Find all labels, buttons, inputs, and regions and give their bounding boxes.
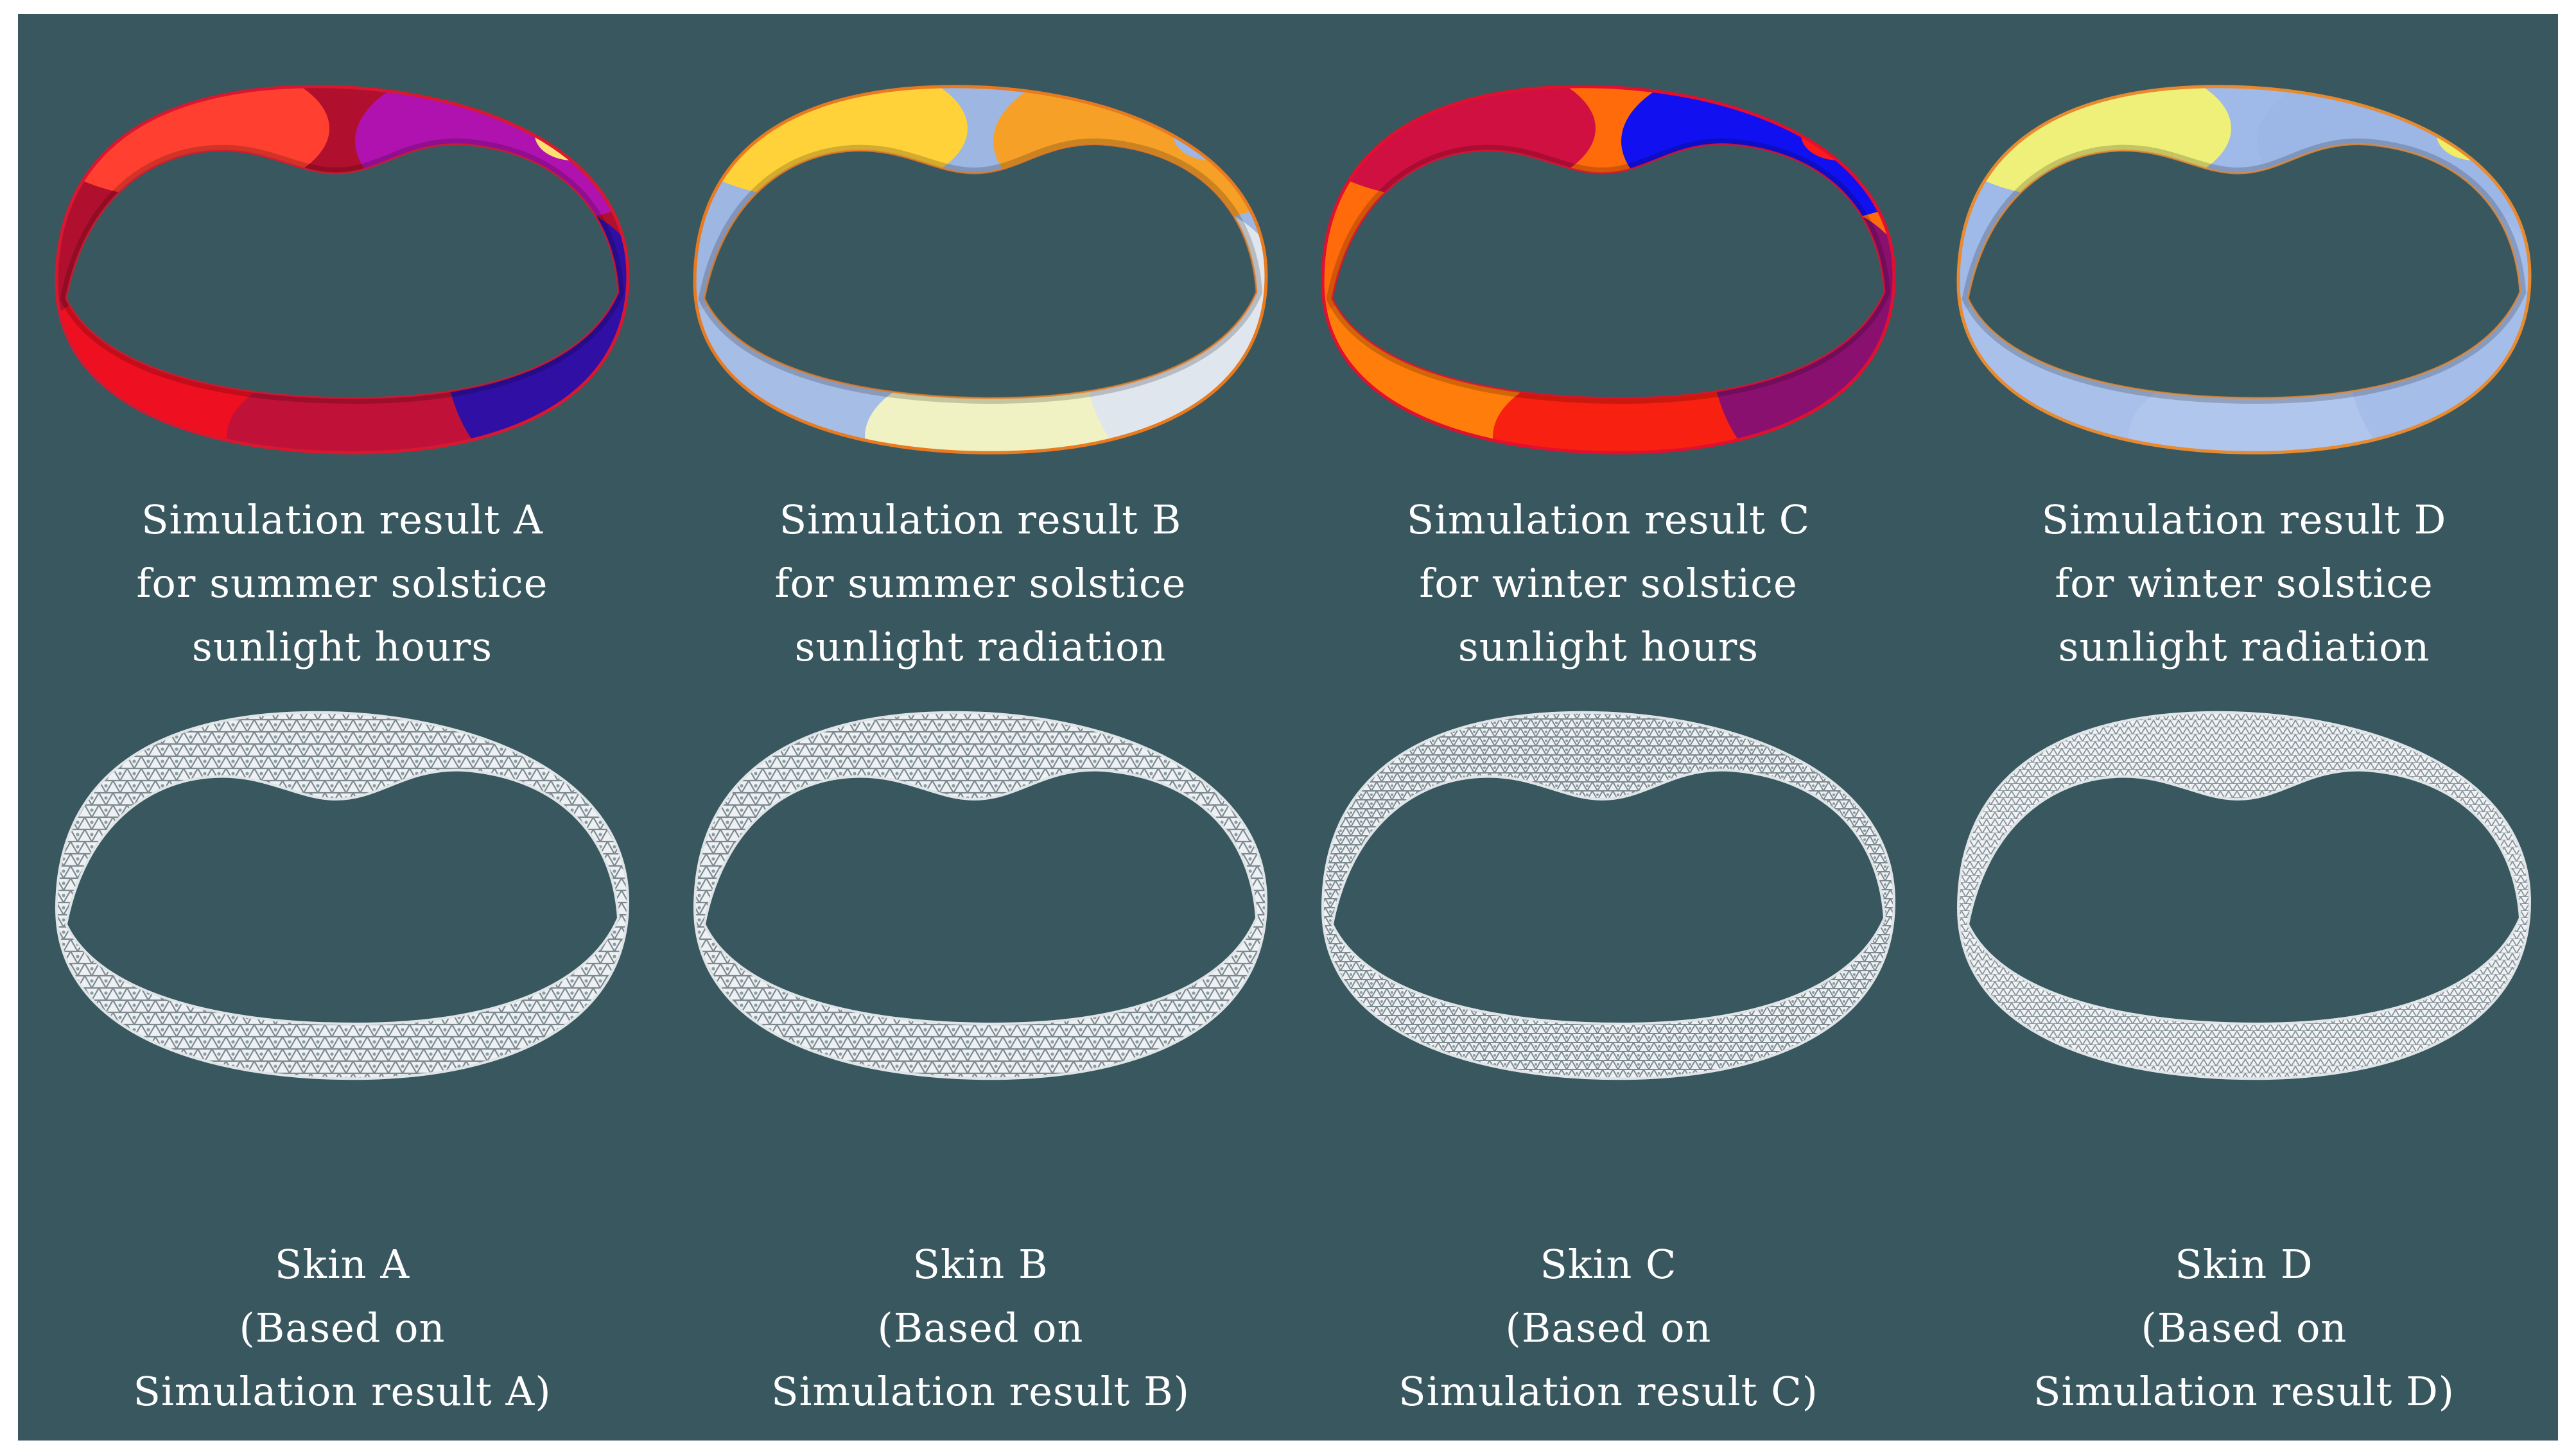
caption-line: Simulation result B: [779, 496, 1182, 543]
caption-line: Skin A: [274, 1241, 410, 1288]
caption-line: Simulation result A: [141, 496, 543, 543]
caption-line: for summer solstice: [136, 560, 548, 607]
caption-line: (Based on: [877, 1304, 1084, 1351]
caption-line: sunlight hours: [191, 623, 493, 670]
caption-line: Simulation result A): [133, 1368, 552, 1415]
skin-ring-a: [55, 711, 630, 1080]
skin-caption-c: Skin C (Based on Simulation result C): [1319, 1233, 1897, 1423]
skin-ring-c: [1321, 711, 1896, 1080]
arrows: [324, 725, 2262, 775]
caption-line: sunlight hours: [1458, 623, 1759, 670]
caption-line: (Based on: [1505, 1304, 1712, 1351]
caption-line: Skin B: [912, 1241, 1049, 1288]
caption-line: Simulation result D): [2033, 1368, 2455, 1415]
skin-caption-b: Skin B (Based on Simulation result B): [692, 1233, 1269, 1423]
caption-line: Simulation result C): [1398, 1368, 1818, 1415]
simulation-caption-d: Simulation result D for winter solstice su…: [1955, 488, 2533, 679]
caption-line: for winter solstice: [1419, 560, 1798, 607]
caption-line: for summer solstice: [774, 560, 1187, 607]
simulation-ring-c: [1323, 86, 1894, 453]
simulation-rings: [55, 85, 2532, 454]
caption-line: sunlight radiation: [2058, 623, 2430, 670]
caption-line: Simulation result D: [2041, 496, 2447, 543]
simulation-ring-b: [695, 86, 1266, 453]
simulation-caption-a: Simulation result A for summer solstice su…: [53, 488, 631, 679]
skin-rings: [55, 711, 2532, 1080]
skin-ring-b: [693, 711, 1268, 1080]
caption-line: sunlight radiation: [794, 623, 1167, 670]
simulation-caption-b: Simulation result B for summer solstice su…: [692, 488, 1269, 679]
caption-line: (Based on: [239, 1304, 446, 1351]
caption-line: (Based on: [2141, 1304, 2347, 1351]
caption-line: for winter solstice: [2055, 560, 2433, 607]
caption-line: Simulation result C: [1406, 496, 1811, 543]
caption-line: Simulation result B): [771, 1368, 1190, 1415]
caption-line: Skin C: [1540, 1241, 1677, 1288]
simulation-caption-c: Simulation result C for winter solstice su…: [1319, 488, 1897, 679]
simulation-ring-d: [1958, 86, 2530, 453]
caption-line: Skin D: [2175, 1241, 2313, 1288]
skin-ring-d: [1956, 711, 2532, 1080]
skin-caption-d: Skin D (Based on Simulation result D): [1955, 1233, 2533, 1423]
simulation-ring-a: [57, 86, 628, 453]
skin-caption-a: Skin A (Based on Simulation result A): [53, 1233, 631, 1423]
